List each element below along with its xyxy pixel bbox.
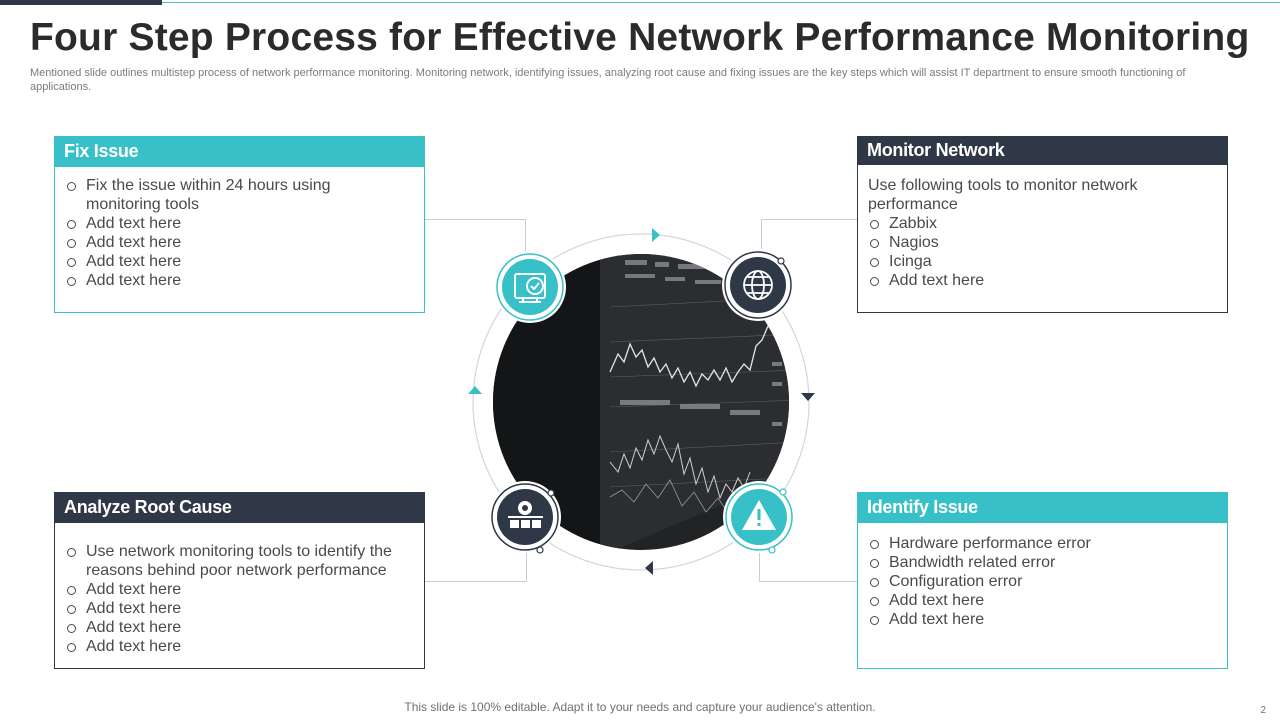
monitor-network-intro: Use following tools to monitor network p… [868,177,1138,213]
card-analyze-root-cause-body: Use network monitoring tools to identify… [54,523,425,669]
monitor-network-list: Zabbix Nagios Icinga Add text here [868,214,1217,290]
list-item: Nagios [868,233,1217,252]
list-item: Fix the issue within 24 hours using moni… [65,176,335,214]
list-item: Bandwidth related error [868,553,1217,572]
card-analyze-root-cause-title: Analyze Root Cause [54,492,425,523]
list-item: Zabbix [868,214,1217,233]
page-subtitle: Mentioned slide outlines multistep proce… [30,67,1186,93]
arrow-down-icon [801,393,815,401]
arrow-up-icon [468,386,482,394]
card-monitor-network-title: Monitor Network [857,136,1228,165]
list-item: Add text here [868,610,1217,629]
connector-analyze-root-cause [425,548,527,582]
card-identify-issue-title: Identify Issue [857,492,1228,523]
fix-issue-list: Fix the issue within 24 hours using moni… [65,176,335,290]
fix-issue-icon-badge [494,251,566,323]
globe-network-icon [743,270,773,300]
network-analysis-icon [508,501,543,528]
card-monitor-network-body: Use following tools to monitor network p… [857,165,1228,313]
list-item: Add text here [65,618,410,637]
list-item: Use network monitoring tools to identify… [65,542,410,580]
list-item: Add text here [65,214,335,233]
card-identify-issue: Identify Issue Hardware performance erro… [857,492,1228,669]
list-item: Add text here [65,580,410,599]
arrow-left-icon [645,561,653,575]
card-monitor-network: Monitor Network Use following tools to m… [857,136,1228,313]
identify-issue-list: Hardware performance error Bandwidth rel… [868,534,1217,629]
card-identify-issue-body: Hardware performance error Bandwidth rel… [857,523,1228,669]
analyze-root-cause-list: Use network monitoring tools to identify… [65,542,410,656]
list-item: Add text here [868,591,1217,610]
list-item: Add text here [868,271,1217,290]
list-item: Add text here [65,599,410,618]
connector-fix-issue [425,219,526,253]
analyze-root-cause-icon-badge [489,481,561,554]
list-item: Add text here [65,271,335,290]
card-analyze-root-cause: Analyze Root Cause Use network monitorin… [54,492,425,669]
identify-issue-icon-badge [723,481,795,554]
connector-monitor-network [761,219,857,253]
page-number: 2 [1260,705,1266,716]
cycle-ring [472,233,810,571]
top-accent-line [162,2,1280,3]
list-item: Icinga [868,252,1217,271]
list-item: Add text here [65,233,335,252]
arrow-right-icon [652,228,660,242]
top-accent-bar [0,0,162,5]
list-item: Add text here [65,252,335,271]
card-fix-issue-title: Fix Issue [54,136,425,167]
list-item: Hardware performance error [868,534,1217,553]
warning-triangle-icon [742,500,776,530]
connector-identify-issue [759,548,857,582]
card-fix-issue-body: Fix the issue within 24 hours using moni… [54,167,425,313]
monitor-network-icon-badge [722,249,794,321]
list-item: Configuration error [868,572,1217,591]
list-item: Add text here [65,637,410,656]
process-cycle-graphic [468,228,815,575]
page-title: Four Step Process for Effective Network … [30,16,1250,59]
footer-note: This slide is 100% editable. Adapt it to… [404,700,876,714]
card-fix-issue: Fix Issue Fix the issue within 24 hours … [54,136,425,313]
shield-check-monitor-icon [514,273,546,303]
